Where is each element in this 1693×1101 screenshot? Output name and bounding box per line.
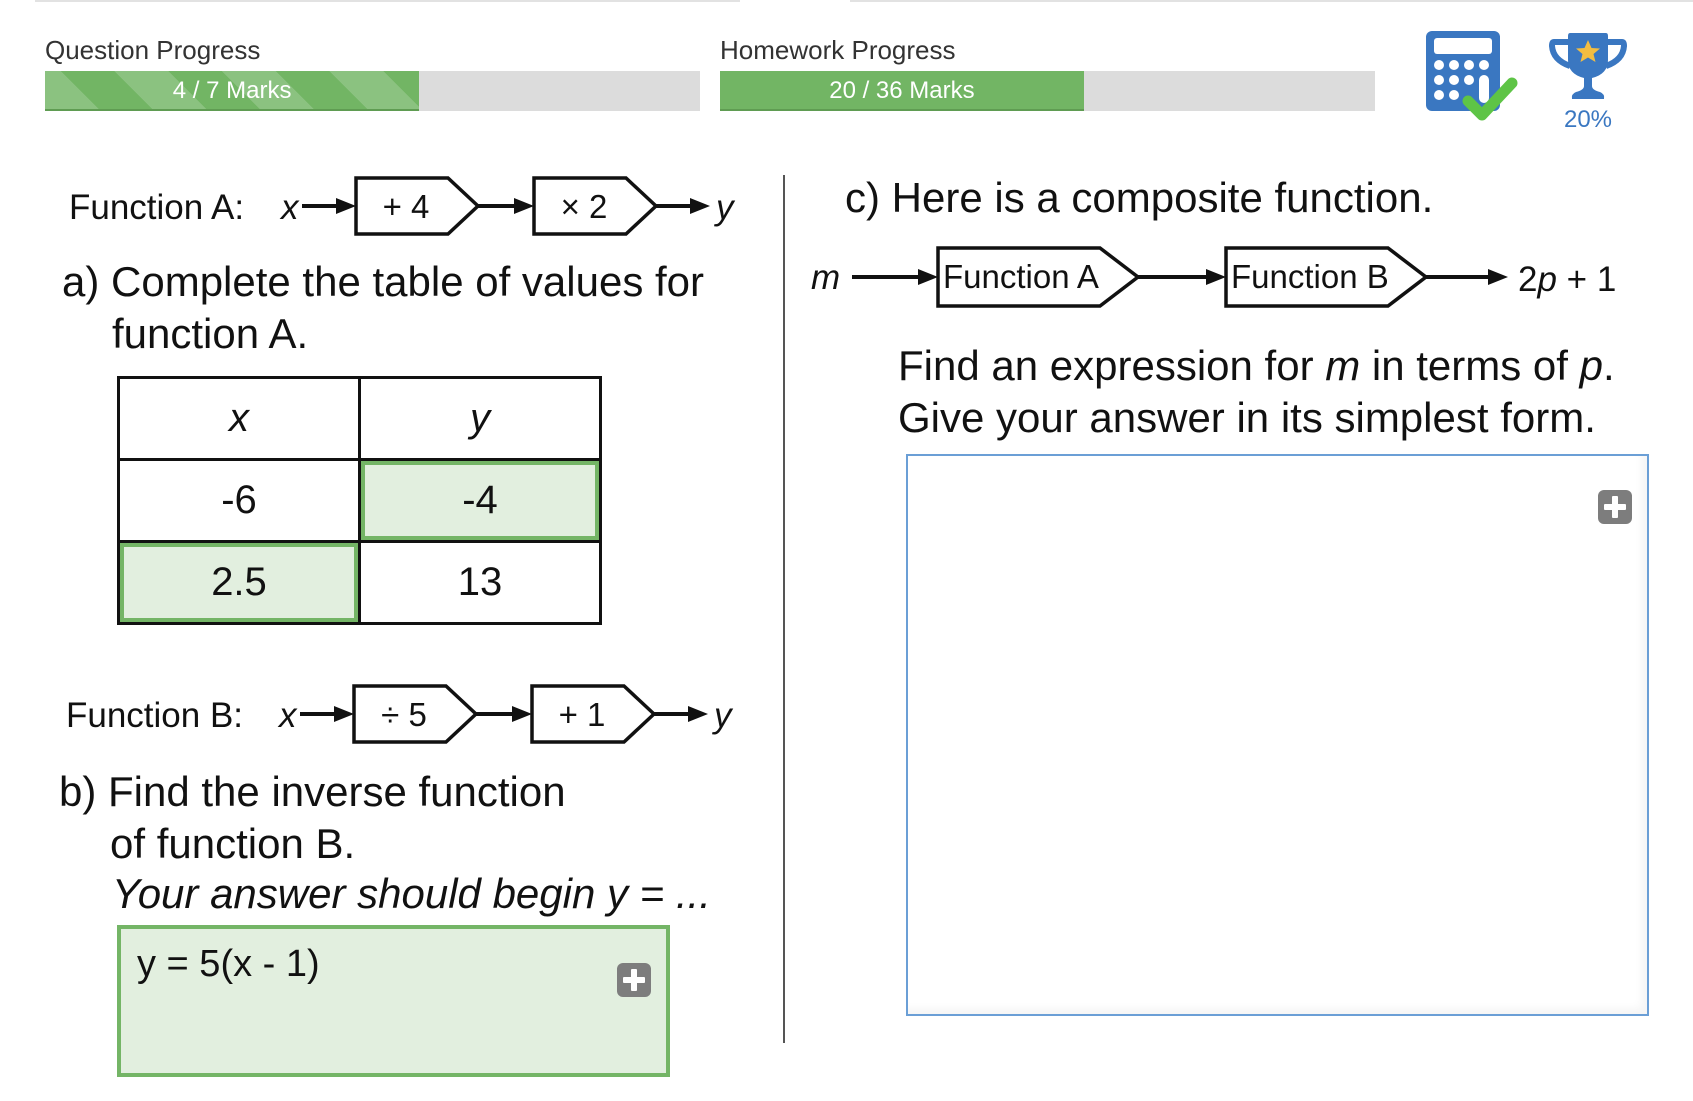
question-progress-text: 4 / 7 Marks (172, 77, 292, 104)
homework-progress-label: Homework Progress (720, 35, 956, 65)
function-b-step-1: ÷ 5 (381, 696, 427, 733)
composite-output-rest: + 1 (1556, 260, 1617, 299)
instruction-text: Find an expression for (898, 342, 1326, 389)
function-b-input-var: x (279, 696, 297, 735)
part-c-instruction-line-1: Find an expression for m in terms of p. (898, 340, 1615, 392)
part-a-question-line-2: function A. (112, 310, 309, 357)
composite-input-var: m (811, 258, 841, 297)
function-a-step-2: × 2 (560, 188, 608, 225)
function-b-label: Function B: (66, 696, 244, 735)
composite-function-diagram (852, 246, 1508, 308)
question-progress-bar: 4 / 7 Marks (45, 71, 700, 111)
function-a-step-1: + 4 (382, 188, 430, 225)
instruction-var-p: p (1579, 342, 1603, 389)
function-b-output-var: y (714, 696, 732, 735)
part-b-answer-input[interactable]: y = 5(x - 1) (117, 925, 670, 1077)
function-a-values-table: x y -6 -4 2.5 13 (117, 376, 602, 625)
table-header-x: x (117, 376, 361, 461)
function-b-step-2: + 1 (558, 696, 606, 733)
instruction-text-mid: in terms of (1360, 342, 1580, 389)
calculator-icon (1426, 31, 1518, 121)
column-divider (783, 175, 785, 1043)
table-answer-cell-y[interactable]: -4 (358, 458, 602, 543)
top-edge-left (35, 0, 740, 2)
part-c-instruction-line-2: Give your answer in its simplest form. (898, 394, 1596, 441)
calculator-allowed-icon[interactable] (1424, 29, 1520, 125)
table-row: -6 -4 (117, 458, 602, 543)
instruction-text-end: . (1602, 342, 1615, 389)
composite-output-var: p (1537, 260, 1557, 299)
function-a-machine-diagram (302, 176, 710, 236)
function-b-machine-diagram (300, 684, 708, 744)
table-header-row: x y (117, 376, 602, 461)
trophy-glyph-icon (1548, 33, 1628, 99)
table-row: 2.5 13 (117, 540, 602, 625)
function-a-input-var: x (281, 188, 299, 227)
composite-machine-1: Function A (943, 258, 1099, 295)
part-b-answer-text: y = 5(x - 1) (137, 943, 320, 985)
insert-symbol-button-part-c[interactable] (1598, 490, 1632, 524)
composite-output: 2p + 1 (1518, 260, 1616, 300)
composite-output-coef: 2 (1518, 260, 1538, 299)
table-cell-y: 13 (358, 540, 602, 625)
insert-symbol-button-part-b[interactable] (617, 963, 651, 997)
homework-progress-text: 20 / 36 Marks (829, 77, 975, 104)
question-progress-fill (45, 71, 420, 111)
homework-progress-fill (720, 71, 1084, 111)
part-c-answer-input[interactable] (906, 454, 1649, 1016)
trophy-icon[interactable] (1548, 30, 1628, 102)
table-header-y: y (358, 376, 602, 461)
function-a-label: Function A: (69, 188, 245, 227)
trophy-percentage: 20% (1563, 106, 1613, 133)
top-edge-right (850, 0, 1693, 2)
part-b-question-line-1: b) Find the inverse function (59, 768, 566, 815)
instruction-var-m: m (1325, 342, 1361, 389)
composite-machine-2: Function B (1231, 258, 1389, 295)
function-a-output-var: y (716, 188, 734, 227)
question-progress-label: Question Progress (45, 35, 261, 65)
part-c-question-line-1: c) Here is a composite function. (845, 174, 1434, 221)
part-b-question-line-2: of function B. (110, 820, 356, 867)
part-b-hint: Your answer should begin y = ... (112, 870, 711, 917)
part-a-question-line-1: a) Complete the table of values for (62, 258, 705, 305)
homework-progress-bar: 20 / 36 Marks (720, 71, 1375, 111)
table-cell-x: -6 (117, 458, 361, 543)
table-answer-cell-x[interactable]: 2.5 (117, 540, 361, 625)
